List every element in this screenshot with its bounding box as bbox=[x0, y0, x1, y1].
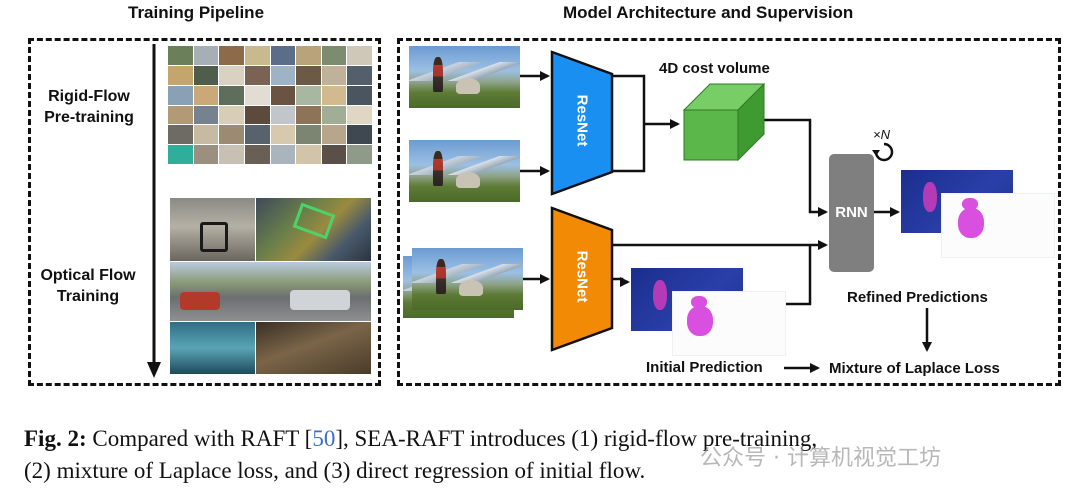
sintel-image-a bbox=[170, 322, 255, 374]
input-frame-1 bbox=[409, 46, 520, 108]
refined-flow-front bbox=[942, 194, 1054, 257]
resnet-encoder-top bbox=[550, 50, 614, 196]
rigid-flow-image-grid bbox=[168, 46, 372, 164]
watermark: 公众号 · 计算机视觉工坊 bbox=[700, 446, 941, 471]
pipeline-arrow bbox=[147, 44, 161, 378]
training-pipeline-panel bbox=[28, 38, 381, 386]
kitti-image bbox=[170, 262, 371, 321]
cost-volume-label: 4D cost volume bbox=[659, 60, 770, 77]
initial-prediction-label: Initial Prediction bbox=[646, 359, 763, 376]
refined-predictions-label: Refined Predictions bbox=[847, 289, 988, 306]
rnn-block bbox=[829, 154, 874, 272]
loop-icon bbox=[872, 142, 894, 162]
laplace-loss-label: Mixture of Laplace Loss bbox=[829, 360, 1000, 377]
sintel-image-b bbox=[256, 322, 371, 374]
input-frame-2 bbox=[409, 140, 520, 202]
resnet-bottom-label: ResNet bbox=[573, 250, 591, 303]
citation-link[interactable]: 50 bbox=[312, 426, 336, 451]
rnn-label: RNN bbox=[835, 204, 868, 221]
initial-flow-front bbox=[673, 292, 785, 355]
iterations-label: ×N bbox=[873, 127, 890, 142]
figure-caption: Fig. 2: Compared with RAFT [50], SEA-RAF… bbox=[24, 423, 1074, 487]
caption-line-1: Fig. 2: Compared with RAFT [50], SEA-RAF… bbox=[24, 426, 818, 451]
things-image bbox=[256, 198, 371, 261]
resnet-encoder-bottom bbox=[550, 206, 614, 352]
left-panel-title: Training Pipeline bbox=[128, 3, 265, 22]
resnet-top-label: ResNet bbox=[573, 94, 591, 147]
right-panel-title: Model Architecture and Supervision bbox=[563, 3, 854, 22]
cost-volume-cube bbox=[682, 82, 766, 162]
architecture-panel bbox=[397, 38, 1061, 386]
figure-label: Fig. 2: bbox=[24, 426, 87, 451]
rigid-flow-label: Rigid-Flow Pre-training bbox=[44, 88, 134, 126]
context-frame-front bbox=[412, 248, 523, 310]
caption-line-2: (2) mixture of Laplace loss, and (3) dir… bbox=[24, 458, 646, 483]
chairs-image bbox=[170, 198, 255, 261]
optical-flow-label: Optical Flow Training bbox=[40, 267, 136, 305]
